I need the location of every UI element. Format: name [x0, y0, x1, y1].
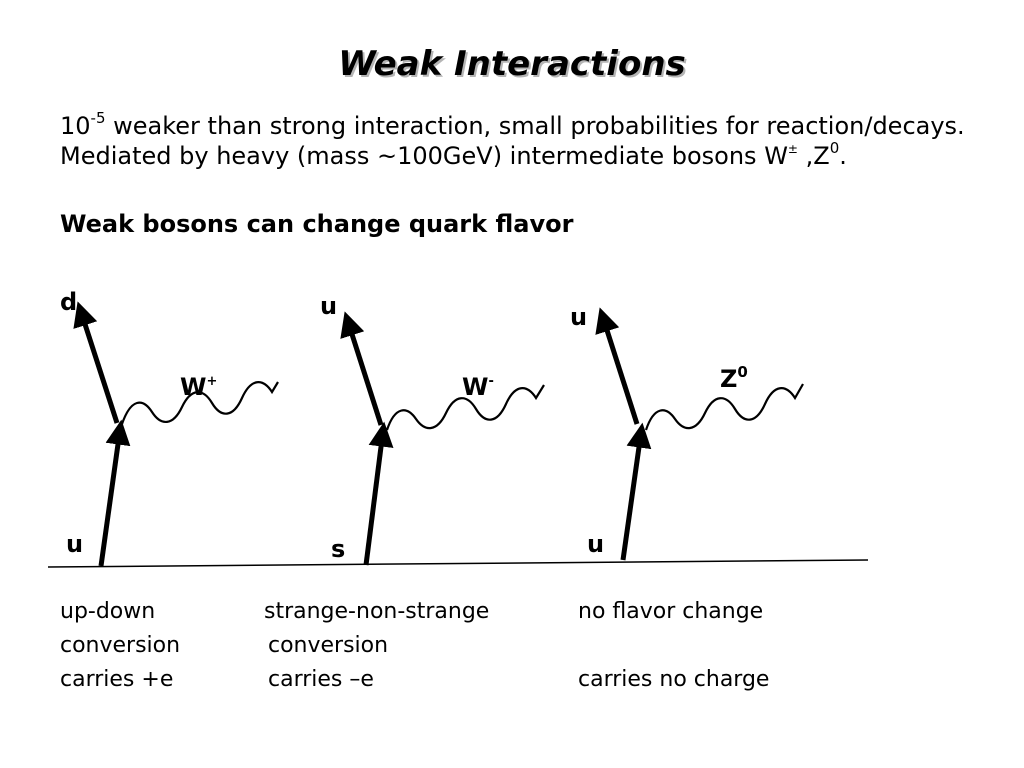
diagram-w-minus: u s W- — [320, 292, 545, 566]
intro-text-1: weaker than strong interaction, small pr… — [60, 112, 965, 170]
outgoing-quark-line — [73, 301, 120, 424]
caption-line: carries +e — [60, 667, 174, 692]
outgoing-quark-label: u — [570, 303, 587, 331]
intro-z-sup: 0 — [829, 139, 840, 157]
intro-paragraph: 10-5 weaker than strong interaction, sma… — [60, 111, 970, 171]
outgoing-quark-label: d — [60, 288, 77, 316]
outgoing-quark-line — [595, 307, 640, 425]
incoming-quark-line — [363, 421, 394, 566]
caption-line: carries no charge — [578, 667, 770, 692]
caption-line — [578, 629, 769, 663]
diagram-w-plus: d u W+ — [60, 288, 279, 567]
incoming-quark-label: u — [66, 530, 83, 558]
incoming-quark-line — [98, 419, 131, 567]
outgoing-quark-label: u — [320, 292, 337, 320]
intro-exponent: -5 — [90, 109, 106, 127]
boson-label: W- — [462, 373, 494, 401]
incoming-quark-line — [620, 422, 652, 561]
boson-label: Z0 — [720, 363, 748, 393]
intro-text-3: . — [839, 142, 847, 170]
incoming-quark-label: s — [331, 535, 345, 563]
caption-line: no flavor change — [578, 599, 764, 624]
caption-line: conversion — [268, 633, 389, 658]
caption-line: strange-non-strange — [264, 599, 490, 624]
baseline-line — [47, 559, 869, 568]
caption-line: carries –e — [268, 667, 374, 692]
caption-line: up-down — [60, 599, 156, 624]
intro-text-2: ,Z — [797, 142, 830, 170]
outgoing-quark-line — [340, 311, 384, 426]
caption-diagram-3: no flavor change carries no charge — [578, 595, 769, 697]
boson-label: W+ — [180, 373, 217, 401]
flavor-change-statement: Weak bosons can change quark flavor — [60, 210, 574, 238]
z-zero-boson-line — [644, 383, 804, 431]
diagram-z-zero: u u Z0 — [570, 303, 804, 561]
intro-base: 10 — [60, 112, 91, 140]
caption-diagram-1: up-down conversion carries +e — [60, 595, 180, 697]
caption-diagram-2: strange-non-strange conversion carries –… — [264, 595, 489, 697]
w-minus-boson-line — [385, 384, 545, 431]
slide-title: Weak Interactions — [338, 44, 686, 84]
incoming-quark-label: u — [587, 530, 604, 558]
w-plus-boson-line — [120, 381, 279, 425]
caption-line: conversion — [60, 633, 181, 658]
intro-w-sup: ± — [787, 142, 798, 156]
